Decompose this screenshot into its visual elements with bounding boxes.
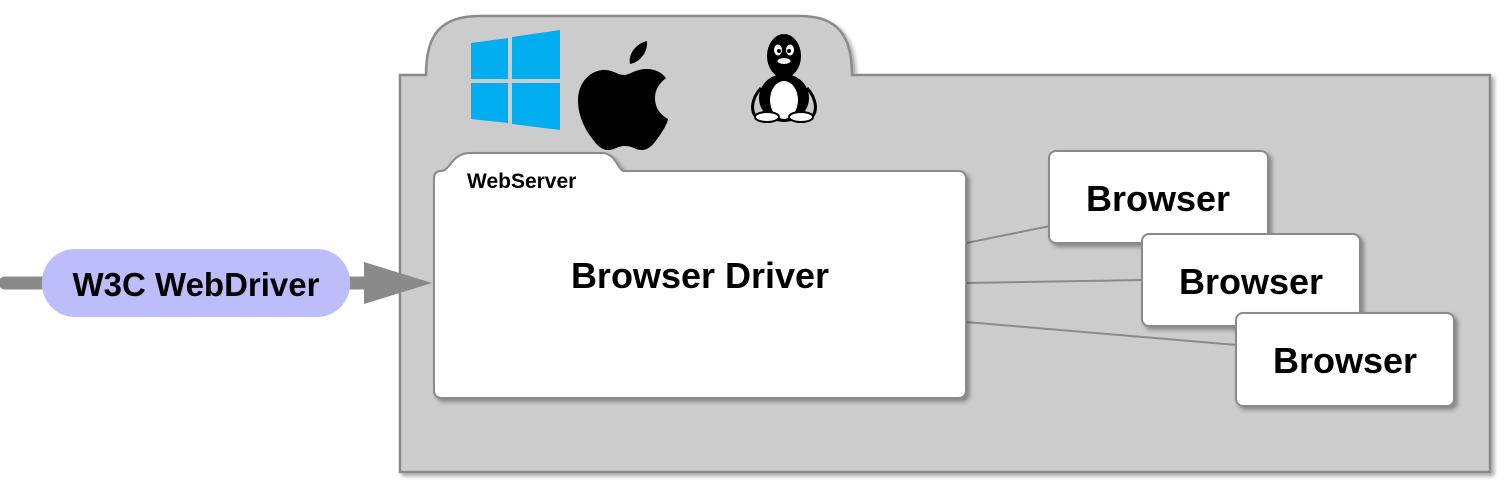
apple-icon <box>578 41 668 150</box>
connector-line-browser-1 <box>965 225 1051 244</box>
browser-label: Browser <box>1086 178 1230 219</box>
browser-driver-label: Browser Driver <box>571 255 829 296</box>
w3c-webdriver-pill: W3C WebDriver <box>42 249 350 317</box>
browser-box: Browser <box>1235 312 1455 407</box>
windows-icon <box>471 30 560 130</box>
webserver-tab-label: WebServer <box>467 170 576 193</box>
linux-tux-icon <box>751 34 817 123</box>
w3c-webdriver-label: W3C WebDriver <box>73 266 320 303</box>
browser-label: Browser <box>1179 261 1323 302</box>
browser-box: Browser <box>1141 233 1361 327</box>
browser-box: Browser <box>1048 150 1269 244</box>
browser-label: Browser <box>1273 340 1417 381</box>
connector-line-browser-3 <box>965 321 1238 346</box>
connector-line-browser-2 <box>965 279 1144 284</box>
webserver-box <box>433 152 967 399</box>
